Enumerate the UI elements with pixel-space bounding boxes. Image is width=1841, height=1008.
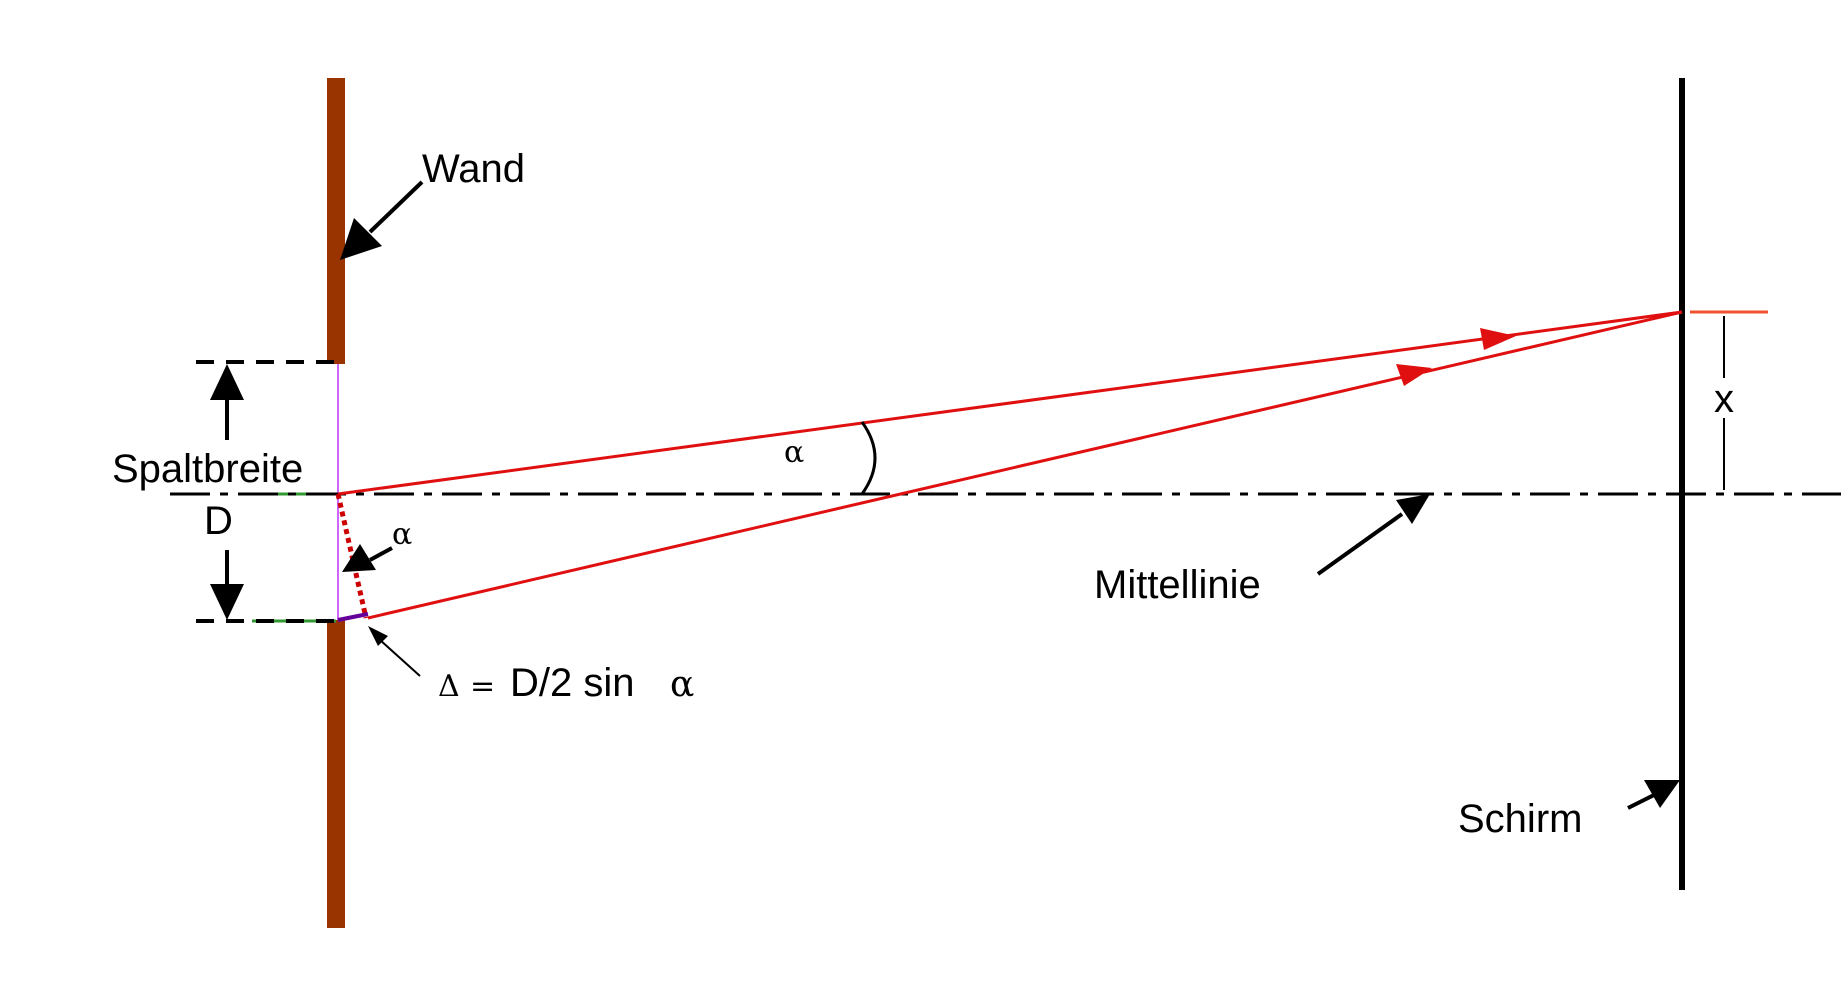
label-displacement: x bbox=[1714, 377, 1734, 421]
label-slit-symbol: D bbox=[204, 499, 233, 543]
center-line-pointer-arrowhead bbox=[1396, 494, 1430, 524]
label-wall: Wand bbox=[422, 147, 525, 191]
label-angle-large: α bbox=[784, 435, 804, 470]
delta-pointer-arrowhead bbox=[368, 626, 388, 646]
angle-arc bbox=[860, 421, 877, 495]
path-difference-segment bbox=[337, 612, 369, 622]
ray-lower bbox=[367, 310, 1683, 620]
ray-lower-arrowhead bbox=[1396, 364, 1432, 386]
label-path-difference-alpha: α bbox=[670, 664, 694, 705]
slit-width-arrowhead-down bbox=[210, 584, 244, 620]
wall-lower bbox=[327, 620, 345, 928]
wall-pointer-line bbox=[368, 180, 424, 234]
screen-pointer-line bbox=[1627, 792, 1657, 810]
ray-upper-arrowhead bbox=[1480, 328, 1516, 350]
label-path-difference-equals: = bbox=[470, 669, 495, 704]
delta-pointer-line bbox=[379, 639, 421, 677]
slit-width-arrowhead-up bbox=[210, 364, 244, 400]
perpendicular-dotted bbox=[335, 493, 369, 619]
label-angle-small: α bbox=[392, 517, 412, 552]
wall-pointer-arrowhead bbox=[340, 218, 382, 260]
label-center-line: Mittellinie bbox=[1094, 563, 1261, 607]
ray-upper bbox=[337, 310, 1683, 496]
label-slit-width: Spaltbreite bbox=[112, 447, 303, 491]
screen-pointer-arrowhead bbox=[1644, 780, 1680, 808]
wall-upper bbox=[327, 78, 345, 364]
alpha-pointer-line bbox=[369, 546, 393, 562]
label-path-difference-formula: D/2 sin bbox=[510, 661, 635, 705]
alpha-pointer-arrowhead bbox=[342, 544, 376, 572]
label-path-difference-delta: Δ bbox=[438, 669, 460, 704]
label-screen: Schirm bbox=[1458, 797, 1582, 841]
center-line-pointer-line bbox=[1316, 512, 1404, 576]
